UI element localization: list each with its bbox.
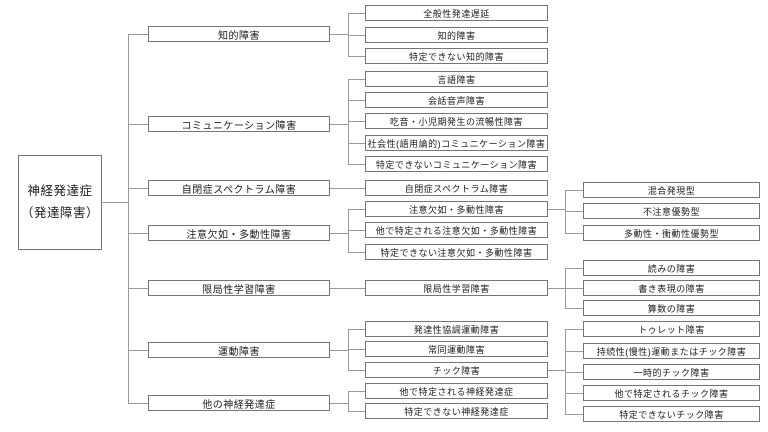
connector-line (565, 414, 583, 415)
connector-line (548, 209, 565, 210)
connector-line (565, 190, 566, 234)
node-unspecified-neurodevelopmental: 特定できない神経発達症 (365, 403, 548, 419)
connector-line (330, 34, 348, 35)
connector-line (128, 403, 148, 404)
node-adhd: 注意欠如・多動性障害 (365, 201, 548, 217)
node-social-pragmatic-communication-disorder: 社会性(語用論的)コミュニケーション障害 (365, 135, 548, 151)
connector-line (548, 288, 565, 289)
node-autism-spectrum-group: 自閉症スペクトラム障害 (148, 180, 330, 196)
connector-line (348, 79, 365, 80)
node-combined-presentation: 混合発現型 (583, 182, 760, 198)
node-stereotypic-movement-disorder: 常同運動障害 (365, 341, 548, 357)
connector-line (348, 411, 365, 412)
node-inattentive-presentation: 不注意優勢型 (583, 203, 760, 219)
connector-line (348, 391, 365, 392)
connector-line (565, 233, 583, 234)
connector-line (330, 350, 348, 351)
node-other-neurodevelopmental-group: 他の神経発達症 (148, 395, 330, 411)
connector-line (565, 308, 583, 309)
connector-line (330, 288, 365, 289)
connector-line (565, 351, 583, 352)
connector-line (348, 56, 365, 57)
connector-line (128, 188, 148, 189)
node-other-specified-tic-disorder: 他で特定されるチック障害 (583, 385, 760, 401)
connector-line (348, 100, 365, 101)
node-tourette-disorder: トゥレット障害 (583, 321, 760, 337)
node-unspecified-communication-disorder: 特定できないコミュニケーション障害 (365, 156, 548, 172)
connector-line (348, 252, 365, 253)
connector-line (565, 372, 583, 373)
node-reading-impairment: 読みの障害 (583, 260, 760, 276)
node-provisional-tic-disorder: 一時的チック障害 (583, 364, 760, 380)
node-specific-learning-disorder: 限局性学習障害 (365, 280, 548, 296)
connector-line (348, 35, 365, 36)
node-written-expression-impairment: 書き表現の障害 (583, 280, 760, 296)
node-intellectual-disabilities-group: 知的障害 (148, 26, 330, 42)
node-motor-disorders-group: 運動障害 (148, 342, 330, 358)
connector-line (565, 393, 583, 394)
node-global-developmental-delay: 全般性発達遅延 (365, 5, 548, 21)
node-tic-disorders: チック障害 (365, 362, 548, 378)
connector-line (348, 209, 349, 253)
connector-line (548, 370, 565, 371)
connector-line (348, 209, 365, 210)
node-unspecified-intellectual-disability: 特定できない知的障害 (365, 48, 548, 64)
connector-line (348, 143, 365, 144)
connector-line (348, 329, 349, 371)
connector-line (348, 370, 365, 371)
node-autism-spectrum-disorder: 自閉症スペクトラム障害 (365, 180, 548, 196)
connector-line (330, 124, 348, 125)
connector-line (348, 164, 365, 165)
connector-line (348, 13, 365, 14)
node-specific-learning-disorder-group: 限局性学習障害 (148, 280, 330, 296)
connector-line (348, 121, 365, 122)
node-developmental-coordination-disorder: 発達性協調運動障害 (365, 321, 548, 337)
connector-line (565, 288, 583, 289)
node-unspecified-adhd: 特定できない注意欠如・多動性障害 (365, 244, 548, 260)
connector-line (565, 211, 583, 212)
connector-line (565, 329, 583, 330)
connector-line (128, 233, 148, 234)
node-persistent-tic-disorder: 持続性(慢性)運動またはチック障害 (583, 343, 760, 359)
node-speech-sound-disorder: 会話音声障害 (365, 92, 548, 108)
connector-line (348, 391, 349, 412)
connector-line (565, 268, 583, 269)
connector-line (330, 188, 365, 189)
node-other-specified-adhd: 他で特定される注意欠如・多動性障害 (365, 222, 548, 238)
connector-line (128, 34, 129, 404)
connector-line (348, 79, 349, 165)
connector-line (565, 190, 583, 191)
node-neurodevelopmental-disorders: 神経発達症 （発達障害） (18, 155, 102, 250)
node-adhd-group: 注意欠如・多動性障害 (148, 225, 330, 241)
node-mathematics-impairment: 算数の障害 (583, 300, 760, 316)
node-unspecified-tic-disorder: 特定できないチック障害 (583, 406, 760, 422)
connector-line (128, 288, 148, 289)
node-intellectual-disability: 知的障害 (365, 27, 548, 43)
node-other-specified-neurodevelopmental: 他で特定される神経発達症 (365, 383, 548, 399)
connector-line (330, 403, 348, 404)
node-childhood-onset-fluency-disorder: 吃音・小児期発生の流暢性障害 (365, 113, 548, 129)
connector-line (128, 124, 148, 125)
node-language-disorder: 言語障害 (365, 71, 548, 87)
connector-line (348, 329, 365, 330)
connector-line (348, 230, 365, 231)
connector-line (330, 233, 348, 234)
node-hyperactive-impulsive-presentation: 多動性・衝動性優勢型 (583, 225, 760, 241)
node-communication-disorders-group: コミュニケーション障害 (148, 116, 330, 132)
connector-line (128, 34, 148, 35)
connector-line (128, 350, 148, 351)
connector-line (348, 349, 365, 350)
connector-line (102, 202, 128, 203)
